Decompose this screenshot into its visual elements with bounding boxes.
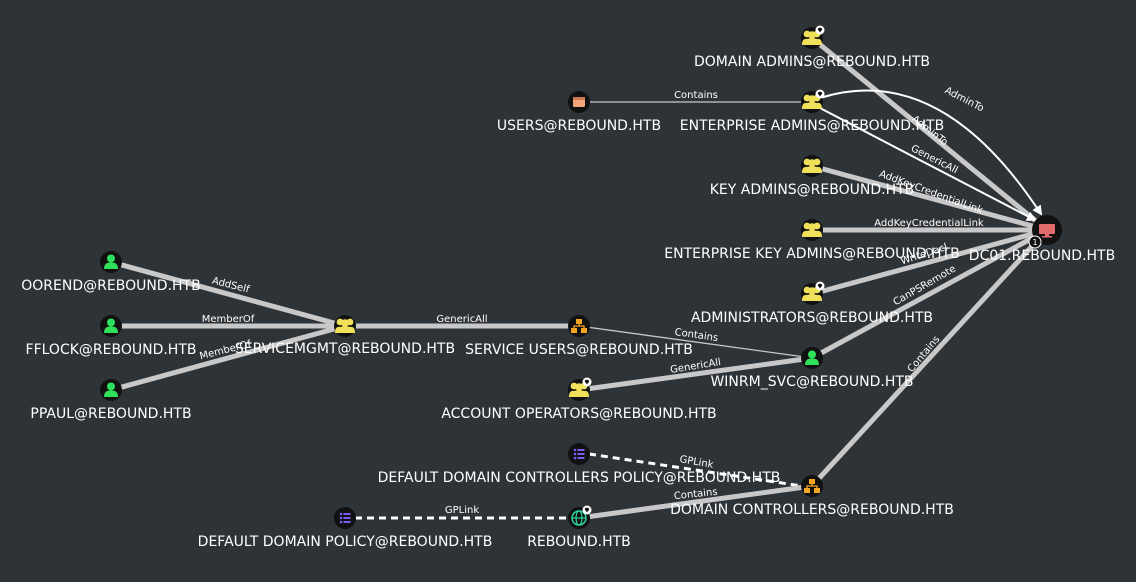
tier-zero-gem-icon xyxy=(582,377,592,387)
group-icon xyxy=(802,94,822,109)
node-label: DOMAIN CONTROLLERS@REBOUND.HTB xyxy=(670,502,954,518)
node-dd-policy[interactable] xyxy=(334,507,356,529)
ou-icon xyxy=(804,479,820,493)
count-badge: 1 xyxy=(1028,235,1042,249)
node-users[interactable] xyxy=(568,91,590,113)
edge-e-ppaul-sm[interactable] xyxy=(108,323,348,393)
container-icon xyxy=(573,97,585,107)
node-label: USERS@REBOUND.HTB xyxy=(497,118,661,134)
tier-zero-gem-icon xyxy=(815,25,825,35)
node-servicemgmt[interactable] xyxy=(334,315,356,337)
edge-e-su-winrm[interactable] xyxy=(578,325,813,359)
edge-label: Contains xyxy=(673,487,718,503)
domain-icon xyxy=(571,510,587,526)
node-oorend[interactable] xyxy=(100,251,122,273)
edge-e-ea-dc-admin[interactable] xyxy=(819,89,1043,216)
edge-label: GenericAll xyxy=(436,314,487,325)
edge-label: Contains xyxy=(674,90,718,101)
edge-labels-layer: ContainsAdminToAdminToGenericAllAddKeyCr… xyxy=(199,85,986,516)
user-icon xyxy=(104,254,118,269)
group-icon xyxy=(802,222,822,237)
edge-label: GPLink xyxy=(445,505,479,516)
edge-e-ao-winrm[interactable] xyxy=(576,355,815,393)
edge-e-adm-dc[interactable] xyxy=(809,227,1050,297)
edge-e-ea-dc-generic[interactable] xyxy=(819,107,1037,221)
node-label: DEFAULT DOMAIN CONTROLLERS POLICY@REBOUN… xyxy=(378,470,781,486)
edge-e-da-dc[interactable] xyxy=(809,35,1050,233)
edge-e-dcou-dc[interactable] xyxy=(809,227,1050,489)
tier-zero-gem-icon xyxy=(582,505,592,515)
node-label: DOMAIN ADMINS@REBOUND.HTB xyxy=(694,54,930,70)
edge-e-ka-dc[interactable] xyxy=(809,163,1050,233)
edge-label: GenericAll xyxy=(909,143,960,176)
node-label: SERVICEMGMT@REBOUND.HTB xyxy=(235,341,455,357)
node-account-operators[interactable] xyxy=(568,377,592,402)
node-label: ACCOUNT OPERATORS@REBOUND.HTB xyxy=(441,406,716,422)
node-fflock[interactable] xyxy=(100,315,122,337)
node-rebound[interactable] xyxy=(568,505,592,530)
node-ddc-policy[interactable] xyxy=(568,443,590,465)
node-key-admins[interactable] xyxy=(801,155,823,177)
node-label: FFLOCK@REBOUND.HTB xyxy=(26,342,197,358)
edge-label: MemberOf xyxy=(202,314,255,325)
node-label: OOREND@REBOUND.HTB xyxy=(21,278,200,294)
group-icon xyxy=(802,30,822,45)
node-ppaul[interactable] xyxy=(100,379,122,401)
edge-e-reb-dcou[interactable] xyxy=(576,483,815,521)
node-enterprise-admins[interactable] xyxy=(801,89,825,114)
user-icon xyxy=(104,382,118,397)
nodes-layer: DOMAIN ADMINS@REBOUND.HTB USERS@REBOUND.H… xyxy=(21,25,1115,550)
node-winrm-svc[interactable] xyxy=(801,347,823,369)
node-service-users[interactable] xyxy=(568,315,590,337)
node-label: ADMINISTRATORS@REBOUND.HTB xyxy=(691,310,933,326)
edge-e-oorend-sm[interactable] xyxy=(108,259,348,329)
tier-zero-gem-icon xyxy=(815,89,825,99)
node-label: ENTERPRISE KEY ADMINS@REBOUND.HTB xyxy=(664,246,959,262)
computer-icon xyxy=(1039,224,1055,238)
edge-label: AdminTo xyxy=(943,85,986,114)
edges-layer xyxy=(108,35,1050,521)
node-label: ENTERPRISE ADMINS@REBOUND.HTB xyxy=(680,118,944,134)
node-label: REBOUND.HTB xyxy=(527,534,631,550)
tier-zero-gem-icon xyxy=(815,281,825,291)
node-domain-controllers[interactable] xyxy=(801,475,823,497)
node-label: KEY ADMINS@REBOUND.HTB xyxy=(710,182,915,198)
group-icon xyxy=(802,158,822,173)
node-label: PPAUL@REBOUND.HTB xyxy=(30,406,191,422)
node-label: SERVICE USERS@REBOUND.HTB xyxy=(465,342,693,358)
edge-label: AddKeyCredentialLink xyxy=(874,218,984,229)
group-icon xyxy=(335,318,355,333)
user-icon xyxy=(805,350,819,365)
node-domain-admins[interactable] xyxy=(801,25,825,50)
node-dc01[interactable]: 1 xyxy=(1028,215,1062,249)
node-label: DEFAULT DOMAIN POLICY@REBOUND.HTB xyxy=(198,534,493,550)
svg-text:1: 1 xyxy=(1032,238,1037,247)
node-enterprise-key-admins[interactable] xyxy=(801,219,823,241)
node-administrators[interactable] xyxy=(801,281,825,306)
gpo-icon xyxy=(339,512,351,524)
node-label: DC01.REBOUND.HTB xyxy=(969,248,1115,264)
gpo-icon xyxy=(573,448,585,460)
node-label: WINRM_SVC@REBOUND.HTB xyxy=(710,374,913,390)
edge-label: Contains xyxy=(906,334,943,375)
edge-e-winrm-dc[interactable] xyxy=(809,227,1050,361)
ou-icon xyxy=(571,319,587,333)
user-icon xyxy=(104,318,118,333)
